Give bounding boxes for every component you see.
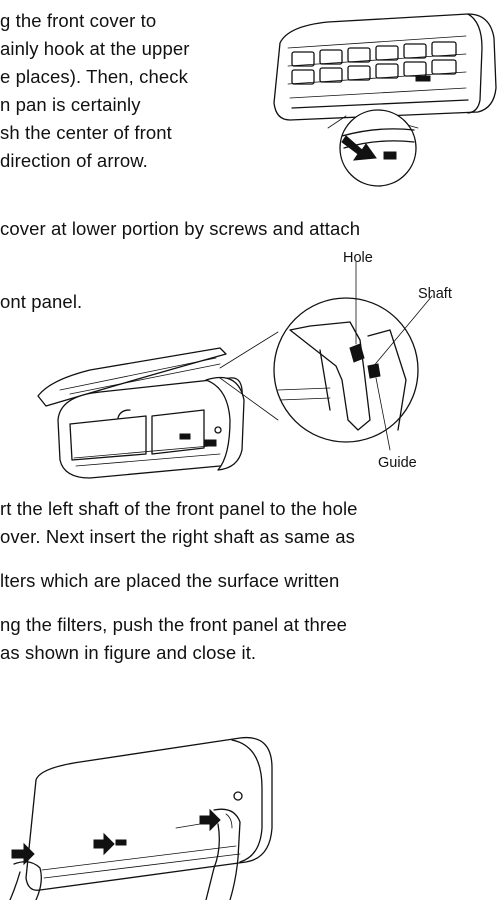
step-text-line: lters which are placed the surface writt… xyxy=(0,570,340,591)
step-text-line: ont panel. xyxy=(0,291,83,312)
front-panel-figure xyxy=(37,261,433,479)
guide-label: Guide xyxy=(378,455,417,471)
step-text-line: ng the filters, push the front panel at … xyxy=(0,614,347,635)
step-text-line: ainly hook at the upper xyxy=(0,38,190,59)
step-text-line: rt the left shaft of the front panel to … xyxy=(0,498,358,519)
step-text-line: over. Next insert the right shaft as sam… xyxy=(0,526,356,547)
step-text-line: as shown in figure and close it. xyxy=(0,642,257,663)
step-text-line: e places). Then, check xyxy=(0,66,188,87)
front-cover-figure xyxy=(273,13,497,187)
step-text-line: cover at lower portion by screws and att… xyxy=(0,218,361,239)
close-panel-figure xyxy=(9,736,273,900)
step-text-line: g the front cover to xyxy=(0,10,157,31)
hole-label: Hole xyxy=(343,250,373,266)
step-text-line: sh the center of front xyxy=(0,122,172,143)
step-text-line: direction of arrow. xyxy=(0,150,148,171)
step-text-line: n pan is certainly xyxy=(0,94,141,115)
shaft-label: Shaft xyxy=(418,286,452,302)
